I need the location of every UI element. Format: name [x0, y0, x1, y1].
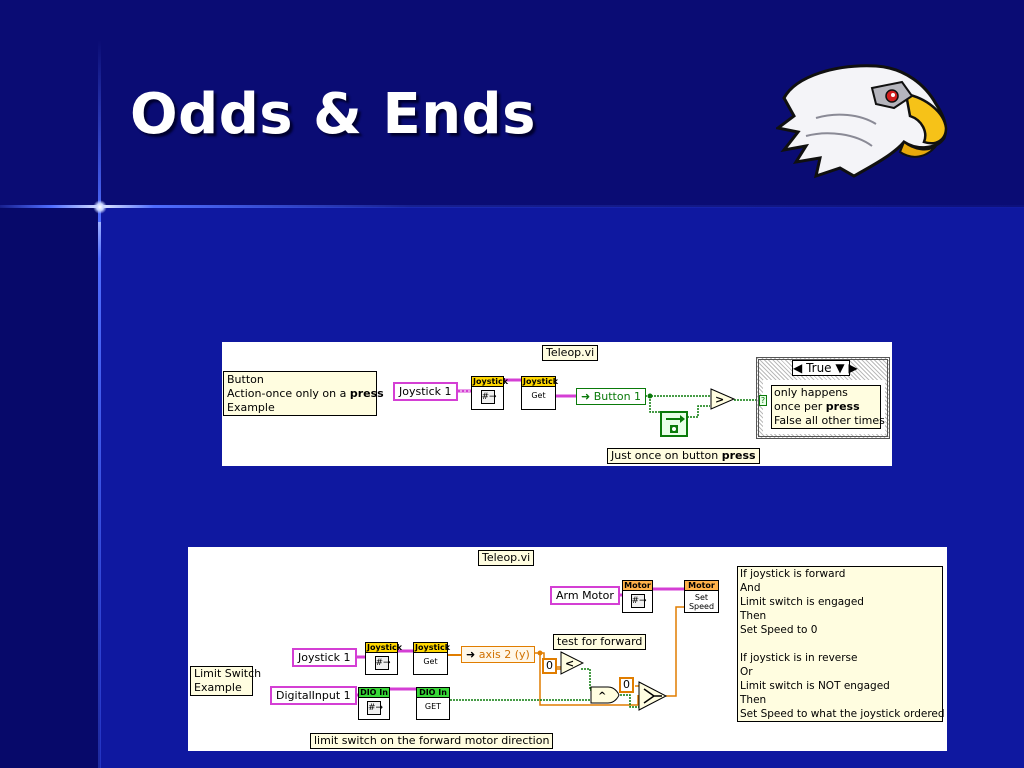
- case-selector-terminal: ?: [759, 395, 767, 406]
- slide-title: Odds & Ends: [130, 82, 536, 147]
- digital-input-constant[interactable]: DigitalInput 1: [270, 686, 357, 705]
- select-node[interactable]: [638, 681, 668, 711]
- case-prev-icon[interactable]: ◀: [793, 361, 803, 375]
- case-comment-line: False all other times: [774, 414, 885, 427]
- limit-switch-comment: Limit Switch Example: [190, 666, 262, 696]
- example-comment: Button Action-once only on a press Examp…: [223, 371, 384, 416]
- arrow-right-icon: ➜: [466, 648, 476, 661]
- comment-line: Button: [227, 373, 264, 386]
- dio-open-node[interactable]: DIO In #→: [358, 687, 390, 720]
- svg-text:^: ^: [598, 691, 606, 702]
- sparkle-accent: [93, 200, 107, 214]
- labview-diagram-button-press: Teleop.vi Button Action-once only on a p…: [222, 342, 892, 466]
- motor-open-node[interactable]: Motor #→: [622, 580, 653, 613]
- note-line: If joystick is in reverse: [740, 652, 858, 664]
- left-strip: [0, 207, 100, 768]
- vi-name-label: Teleop.vi: [478, 550, 535, 566]
- and-gate-node[interactable]: ^: [590, 686, 620, 704]
- zero-constant[interactable]: 0: [542, 658, 557, 674]
- joystick-constant[interactable]: Joystick 1: [292, 648, 357, 667]
- comment-line: Limit Switch: [194, 667, 262, 680]
- case-structure[interactable]: ◀ True ▼ ▶ ? only happens once per press…: [756, 357, 890, 439]
- feedback-node[interactable]: [660, 411, 688, 437]
- feedback-arrow-icon: [666, 415, 685, 433]
- svg-text:<: <: [565, 657, 574, 670]
- note-line: Limit switch is engaged: [740, 596, 864, 608]
- button1-unbundle[interactable]: ➜ Button 1: [576, 388, 647, 405]
- reference-icon: #→: [367, 701, 384, 715]
- dio-get-node[interactable]: DIO In GET: [416, 687, 450, 720]
- reference-icon: #→: [630, 594, 647, 608]
- note-line: Set Speed to what the joystick ordered: [740, 708, 945, 720]
- case-selector-value: True: [806, 361, 832, 375]
- logic-notes-comment: If joystick is forward And Limit switch …: [737, 566, 945, 722]
- diagram1-wires: [452, 378, 756, 418]
- node-header: Joystick: [472, 377, 509, 387]
- node-body: GET: [424, 702, 442, 711]
- node-body: Set Speed: [688, 593, 715, 611]
- joystick-get-node[interactable]: Joystick Get: [413, 642, 451, 675]
- node-header: Joystick: [522, 377, 559, 387]
- note-line: [740, 637, 940, 651]
- case-next-icon[interactable]: ▶: [848, 361, 858, 375]
- node-header: DIO In: [359, 688, 389, 698]
- motor-set-speed-node[interactable]: Motor Set Speed: [684, 580, 719, 613]
- note-line: Limit switch is NOT engaged: [740, 680, 890, 692]
- labview-diagram-limit-switch: Teleop.vi Limit Switch Example Arm Motor…: [188, 547, 947, 751]
- node-header: Motor: [623, 581, 652, 591]
- node-header: Joystick: [414, 643, 451, 653]
- axis2-label: axis 2 (y): [478, 648, 530, 661]
- note-line: And: [740, 582, 761, 594]
- node-header: Joystick: [366, 643, 403, 653]
- note-line: Set Speed to 0: [740, 624, 818, 636]
- reference-icon: #→: [480, 390, 497, 404]
- case-dropdown-icon[interactable]: ▼: [835, 361, 845, 375]
- greater-than-node[interactable]: >: [710, 388, 736, 410]
- joystick-get-node[interactable]: Joystick Get: [521, 376, 559, 410]
- eagle-head-logo: [776, 64, 948, 179]
- reference-icon: #→: [374, 656, 391, 670]
- comment-line: Example: [194, 681, 242, 694]
- node-header: DIO In: [417, 688, 449, 698]
- comment-line: Action-once only on a press: [227, 387, 384, 400]
- vertical-accent-line: [98, 40, 101, 768]
- note-line: Then: [740, 610, 767, 622]
- node-body: Get: [531, 391, 546, 400]
- node-body: Get: [423, 657, 438, 666]
- arrow-right-icon: ➜: [581, 390, 591, 403]
- joystick-constant[interactable]: Joystick 1: [393, 382, 458, 401]
- test-forward-label: test for forward: [553, 634, 647, 650]
- limit-switch-label: limit switch on the forward motor direct…: [310, 733, 554, 749]
- note-line: If joystick is forward: [740, 568, 846, 580]
- note-line: Then: [740, 694, 767, 706]
- comment-line: Example: [227, 401, 275, 414]
- svg-text:>: >: [715, 393, 724, 406]
- case-comment: only happens once per press False all ot…: [771, 385, 885, 429]
- arm-motor-constant[interactable]: Arm Motor: [550, 586, 620, 605]
- horizontal-accent-line: [0, 205, 1024, 208]
- less-than-node[interactable]: <: [560, 651, 584, 675]
- zero-constant[interactable]: 0: [619, 677, 634, 693]
- button-press-label: Just once on button press: [607, 448, 760, 464]
- case-selector[interactable]: ◀ True ▼ ▶: [792, 360, 858, 376]
- vi-name-label: Teleop.vi: [542, 345, 599, 361]
- axis2-unbundle[interactable]: ➜ axis 2 (y): [461, 646, 535, 663]
- case-comment-line: once per press: [774, 400, 860, 413]
- node-header: Motor: [685, 581, 718, 591]
- note-line: Or: [740, 666, 753, 678]
- joystick-open-node[interactable]: Joystick #→: [471, 376, 509, 410]
- joystick-open-node[interactable]: Joystick #→: [365, 642, 403, 675]
- button1-label: Button 1: [593, 390, 642, 403]
- case-comment-line: only happens: [774, 386, 848, 399]
